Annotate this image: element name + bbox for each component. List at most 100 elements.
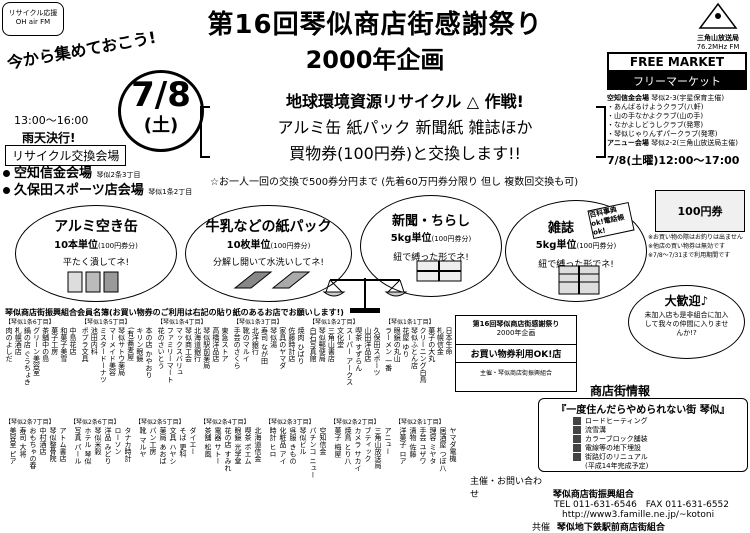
member-shop-name: 札幌信金 (436, 327, 445, 355)
member-shop-name: グリーン美容室 (32, 327, 41, 376)
newspaper-bundle-icon (416, 260, 462, 282)
member-block-head: 【琴似2条5丁目】 (135, 419, 185, 426)
category-unit-note: (100円券分) (431, 235, 472, 243)
member-shop-name: 久保田スポーツ (373, 327, 381, 376)
member-shop-name: 茶舗中の島 (41, 327, 50, 362)
event-time: 13:00～16:00 (14, 114, 89, 127)
category-unit: 5kg単位 (390, 233, 432, 244)
contact-url[interactable]: http://www3.famille.ne.jp/~kotoni (562, 510, 715, 520)
logo-left-sub: OH air FM (15, 18, 51, 26)
voucher-notes: ※お買い物の際はお釣りは出ません ※他店の買い物券は無効です ※7/8～7/31… (648, 233, 748, 260)
fm-group: ・琴似じゃりんずパークラブ(発寒) (607, 130, 718, 138)
member-shop-name: 文具 ハヤシ (169, 427, 177, 465)
bullet-icon (3, 187, 10, 194)
sticker-line3: お買い物券利用OK!店 (456, 344, 576, 363)
ok-store-sticker: 第16回琴似商店街感謝祭り 2000年企画 お買い物券利用OK!店 主催・琴似商… (455, 315, 577, 392)
member-shop-name: 理容 ミヤタ (429, 427, 437, 465)
radio-station-name: 三角山放送局 (697, 34, 739, 42)
member-shop-name: 池田内科 (90, 327, 99, 355)
campaign-line2: アルミ缶 紙パック 新聞紙 雑誌ほか (277, 118, 533, 137)
shop-info-item: 街路灯のリニュアル (573, 453, 747, 462)
fm-venue2-addr: 琴似2-2(三角山放送局主催) (651, 139, 739, 147)
member-shop-name: 三角山書店 (327, 327, 336, 362)
contact-label: 主催・お問い合わせ (470, 477, 543, 500)
bullet-icon (573, 426, 581, 434)
category-unit: 10枚単位 (226, 240, 271, 251)
member-shop-name: ミスタードーナツ (99, 327, 108, 383)
welcome-bubble: 大歓迎♪ 未加入店も是非組合に加入して我々の仲間に入りませんか!? (628, 285, 745, 359)
member-shop-name: カメラ サカイ (354, 427, 362, 472)
member-shop-name: 焼肉 ひばり (297, 327, 305, 365)
member-block: 【琴似2条4丁目】 北海道信金喫茶 ポエム眼鏡 光学堂花の店 すみれ電器 サトー… (200, 418, 262, 518)
category-tip: 紐で縛った形でネ! (393, 253, 469, 263)
member-shop-name: 花屋 ゆり (402, 327, 410, 358)
venue-list: 空知信金会場 琴似2条3丁目 久保田スポーツ店会場 琴似1条2丁目 (3, 165, 203, 199)
member-shop-name: ヤマダ電機 (449, 427, 457, 462)
fm-venue1-addr: 琴似2-3(宇星保育主催) (651, 94, 725, 102)
member-shop-name: 北海道信金 (254, 427, 262, 462)
category-tip: 紐で縛った形でネ! (538, 260, 614, 270)
category-newspaper: 新聞・ちらし 5kg単位(100円券分) 紐で縛った形でネ! (360, 195, 502, 297)
member-shop-name: 琴似商工会 (184, 327, 193, 362)
bracket-left (200, 106, 210, 158)
member-shop-name: 三角山放送局 (374, 427, 382, 469)
member-shop-name: ホテル 琴似 (84, 427, 92, 465)
member-shop-name: 喫茶 すずらん (354, 327, 363, 372)
member-shop-name: アニュー (384, 427, 392, 455)
category-name: 牛乳などの紙パック (205, 219, 332, 235)
member-shop-name: 琴似ふとん店 (410, 327, 419, 369)
category-tip: 分解し開いて水洗いしてネ! (212, 258, 325, 268)
rain-note: 雨天決行! (22, 131, 76, 145)
member-shop-name: パチンコ ニュー (309, 427, 317, 479)
fm-venue2: アニュー会場 (607, 139, 649, 147)
member-shop-name: タナカ時計 (124, 427, 132, 462)
member-shop-name: 美容室 ピア (9, 427, 17, 465)
member-shop-name: 寿司 大将 (19, 427, 27, 458)
member-shop-name: 琴似米穀 (94, 427, 102, 455)
can-icon (67, 271, 119, 293)
voucher-note: ※お買い物の際はお釣りは出ません (648, 234, 743, 241)
free-market-title: FREE MARKET (607, 52, 747, 72)
shop-info-item: ロードヒーティング (573, 417, 747, 426)
category-milk-carton: 牛乳などの紙パック 10枚単位(100円券分) 分解し開いて水洗いしてネ! (185, 205, 352, 302)
campaign-block: 地球環境資源リサイクル △ 作戦! アルミ缶 紙パック 新聞紙 雑誌ほか 買物券… (205, 88, 605, 164)
campaign-title: 地球環境資源リサイクル (286, 92, 462, 111)
member-block-head: 【琴似2条6丁目】 (70, 419, 120, 426)
member-shop-name: 化粧品 アイ (279, 427, 287, 465)
category-tip: 平たく潰してネ! (62, 258, 130, 268)
member-shop-name: 薬局 あおば (159, 427, 167, 465)
member-shop-name: 居酒屋 つぼ八 (439, 427, 447, 472)
bullet-icon (573, 417, 581, 425)
member-shop-name: 佐藤時計店 (287, 327, 296, 362)
campaign-note: ☆お一人一回の交換で500券分円まで (先着60万円券分限り 但し 複数回交換も… (210, 177, 579, 188)
voucher-sample: 100円券 (655, 190, 745, 232)
member-block-head: 【琴似1条2丁目】 (309, 319, 359, 326)
member-shop-name: 琴似湯 (269, 327, 278, 348)
member-shop-name: ファミリーマート (166, 327, 175, 383)
member-block: 【琴似1条2丁目】 久保田スポーツ山田洋品店喫茶 すずらんスーパー アークス文化… (309, 318, 381, 408)
member-block: 【琴似2条6丁目】 タナカ時計ローソン洋品 みどり琴似米穀ホテル 琴似写真 パー… (70, 418, 132, 518)
bullet-icon (3, 170, 10, 177)
member-shop-name: 花の店 すみれ (224, 427, 232, 472)
member-shop-name: 時計 ヒロ (269, 427, 277, 458)
member-block-head: 【琴似2条1丁目】 (395, 419, 445, 426)
member-shop-name: 呉服 きもの (289, 427, 297, 465)
member-shop-name: 鍋の店 ぐうちょき (23, 327, 32, 386)
contact-block: 主催・お問い合わせ 琴似商店街振興組合 TEL 011-631-6546 FAX… (470, 474, 748, 533)
category-aluminum: アルミ空き缶 10本単位(100円券分) 平たく潰してネ! (15, 205, 177, 302)
member-shop-name: 日本生命 (445, 327, 453, 355)
member-shop-name: 焼鳥 とり八 (344, 427, 352, 465)
member-block: 【琴似1条5丁目】 本の店 かやおりキリン眼鏡(有)蕎麦屋琴似サトウ薬局マーメイ… (81, 318, 153, 408)
member-shop-name: 琴似サトウ薬局 (117, 327, 126, 376)
member-shop-name: 空知信金 (319, 427, 327, 455)
event-date-badge: 7/8 (土) (118, 70, 204, 152)
member-shop-name: 札幌酒店 (14, 327, 23, 355)
member-shop-name: キリン眼鏡 (135, 327, 144, 362)
category-unit: 5kg単位 (535, 240, 577, 251)
member-shop-name: 中村酒店 (39, 427, 47, 455)
member-block-head: 【琴似1条4丁目】 (157, 319, 207, 326)
magazine-stack-icon (558, 265, 600, 295)
member-shop-name: 茶舗 松風 (204, 427, 212, 458)
member-shop-name: マックスバリュ (175, 327, 184, 376)
voucher-note: ※7/8～7/31まで利用期間です (648, 252, 731, 259)
